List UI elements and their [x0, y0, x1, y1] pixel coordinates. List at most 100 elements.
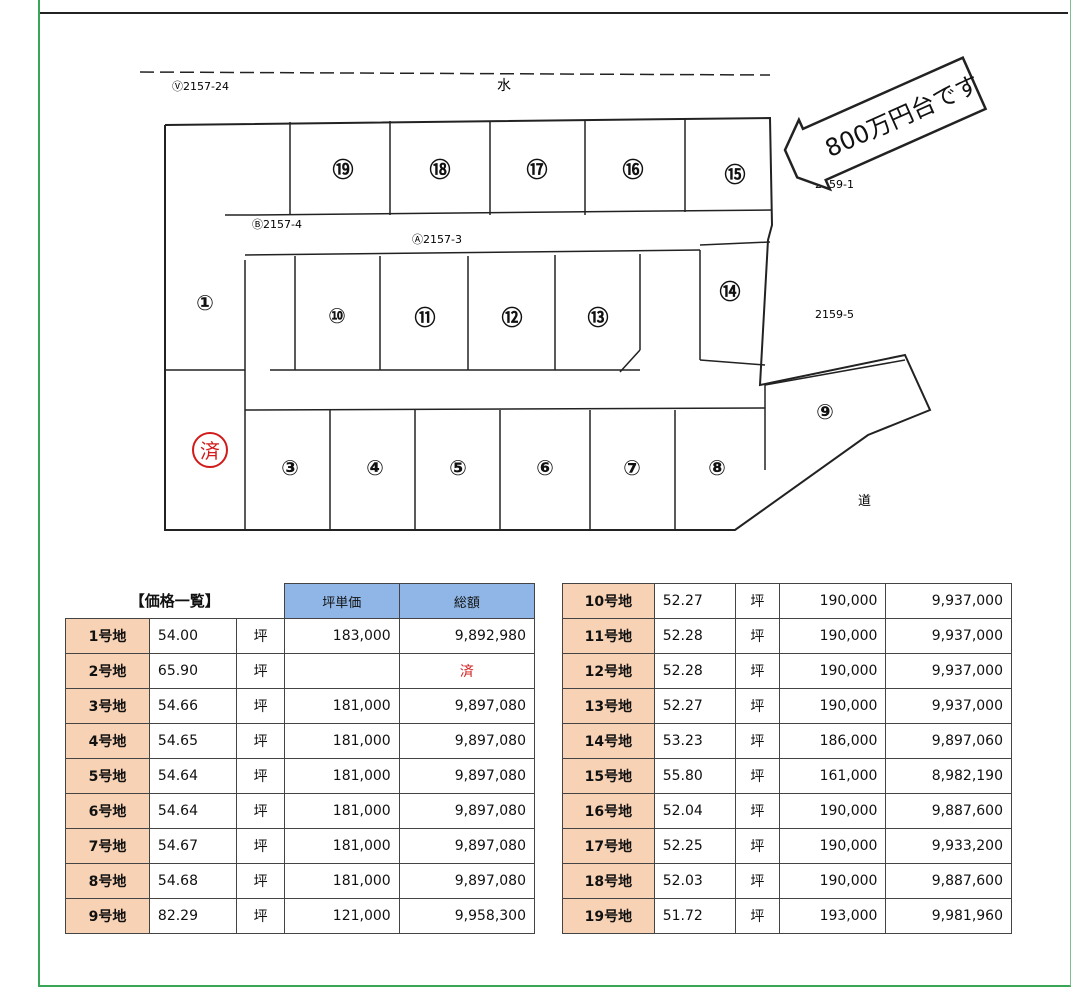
lot-12-label: ⑫ — [502, 306, 523, 330]
unit-price-cell: 190,000 — [778, 618, 887, 654]
lot-cell: 10号地 — [562, 583, 655, 619]
lot-3-label: ③ — [281, 456, 299, 480]
lot-cell: 6号地 — [65, 793, 150, 829]
total-cell: 9,897,060 — [885, 723, 1012, 759]
total-cell: 9,937,000 — [885, 688, 1012, 724]
total-cell: 8,982,190 — [885, 758, 1012, 794]
lot-1-label: ① — [196, 291, 214, 315]
total-cell: 9,892,980 — [398, 618, 536, 654]
road-line — [139, 71, 771, 76]
road-label: 水 — [497, 78, 511, 94]
lot-4-label: ④ — [366, 456, 384, 480]
lot-16-label: ⑯ — [623, 158, 644, 182]
area-cell: 54.64 — [148, 793, 238, 829]
parcel-label-2: Ⓑ2157-4 — [252, 218, 302, 231]
total-cell: 9,937,000 — [885, 653, 1012, 689]
lot-cell: 5号地 — [65, 758, 150, 794]
unit-price-cell: 193,000 — [778, 898, 887, 934]
lot-8-label: ⑧ — [708, 456, 726, 480]
parcel-label-5: 2159-5 — [815, 308, 854, 321]
unit-price-cell: 161,000 — [778, 758, 887, 794]
top-rule — [40, 12, 1068, 14]
unit-cell: 坪 — [734, 828, 780, 864]
lot-cell: 1号地 — [65, 618, 150, 654]
total-cell: 9,933,200 — [885, 828, 1012, 864]
table-header-row: 【価格一覧】 坪単価 総額 — [65, 583, 536, 619]
lot-cell: 16号地 — [562, 793, 655, 829]
area-cell: 52.03 — [653, 863, 736, 899]
unit-price-cell: 181,000 — [283, 828, 400, 864]
lot-14-label: ⑭ — [720, 280, 741, 304]
area-cell: 54.00 — [148, 618, 238, 654]
area-cell: 52.25 — [653, 828, 736, 864]
lot-6-label: ⑥ — [536, 456, 554, 480]
document-frame — [38, 0, 1071, 987]
total-cell: 9,981,960 — [885, 898, 1012, 934]
subdivision-map: 水 Ⓥ2157-24 Ⓑ2157-4 Ⓐ2157-3 2159-1 2159-5… — [139, 56, 988, 531]
area-cell: 52.04 — [653, 793, 736, 829]
unit-price-cell: 181,000 — [283, 793, 400, 829]
lot-cell: 11号地 — [562, 618, 655, 654]
lot-17-label: ⑰ — [527, 158, 548, 182]
total-cell: 9,897,080 — [398, 723, 536, 759]
unit-price-cell: 190,000 — [778, 583, 887, 619]
total-cell: 9,937,000 — [885, 583, 1012, 619]
total-cell: 9,897,080 — [398, 793, 536, 829]
header-unit-price: 坪単価 — [283, 583, 400, 619]
lot-5-label: ⑤ — [449, 456, 467, 480]
unit-price-cell: 190,000 — [778, 688, 887, 724]
area-cell: 54.68 — [148, 863, 238, 899]
parcel-label-3: Ⓐ2157-3 — [412, 233, 462, 246]
unit-cell: 坪 — [734, 863, 780, 899]
unit-cell: 坪 — [734, 583, 780, 619]
area-cell: 52.27 — [653, 583, 736, 619]
sold-stamp: 済 — [200, 439, 220, 463]
total-cell: 済 — [398, 653, 536, 689]
site-boundary — [164, 116, 932, 531]
unit-price-cell — [283, 653, 400, 689]
unit-price-cell: 181,000 — [283, 688, 400, 724]
lot-19-label: ⑲ — [333, 158, 354, 182]
price-callout: 800万円台です — [783, 56, 988, 192]
area-cell: 52.27 — [653, 688, 736, 724]
lot-cell: 4号地 — [65, 723, 150, 759]
lot-cell: 3号地 — [65, 688, 150, 724]
lot-18-label: ⑱ — [430, 158, 451, 182]
unit-price-cell: 181,000 — [283, 758, 400, 794]
unit-price-cell: 190,000 — [778, 863, 887, 899]
total-cell: 9,887,600 — [885, 793, 1012, 829]
lot-7-label: ⑦ — [623, 456, 641, 480]
lot-cell: 12号地 — [562, 653, 655, 689]
lot-cell: 7号地 — [65, 828, 150, 864]
unit-cell: 坪 — [734, 723, 780, 759]
unit-cell: 坪 — [734, 898, 780, 934]
unit-cell: 坪 — [236, 618, 285, 654]
unit-cell: 坪 — [236, 688, 285, 724]
lot-cell: 2号地 — [65, 653, 150, 689]
area-cell: 54.64 — [148, 758, 238, 794]
unit-price-cell: 181,000 — [283, 863, 400, 899]
unit-price-cell: 190,000 — [778, 653, 887, 689]
area-cell: 55.80 — [653, 758, 736, 794]
lot-cell: 13号地 — [562, 688, 655, 724]
parcel-label-1: Ⓥ2157-24 — [172, 80, 229, 93]
unit-cell: 坪 — [734, 618, 780, 654]
area-cell: 82.29 — [148, 898, 238, 934]
lot-cell: 19号地 — [562, 898, 655, 934]
unit-cell: 坪 — [734, 653, 780, 689]
unit-cell: 坪 — [734, 793, 780, 829]
